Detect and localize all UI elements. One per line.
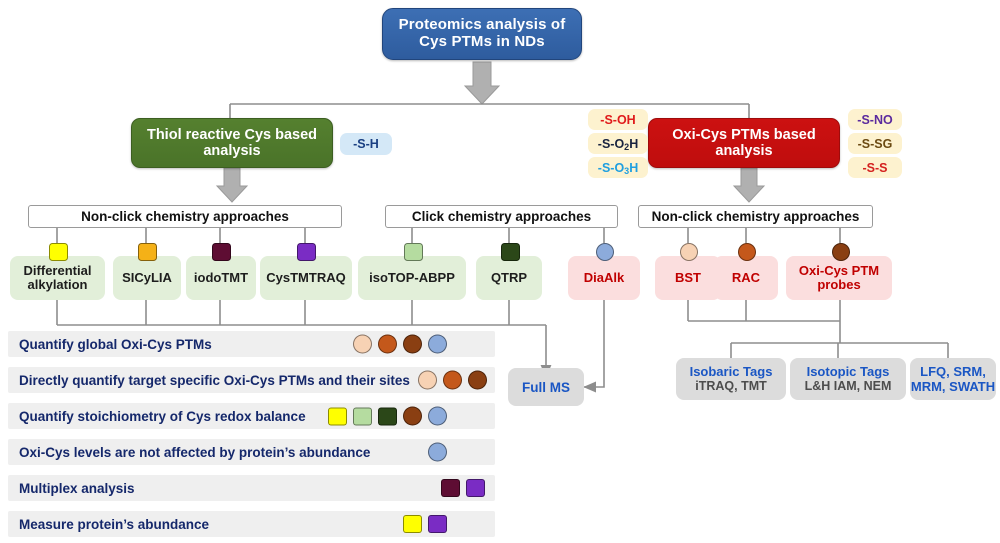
feature-row: Measure protein’s abundance: [8, 511, 495, 537]
ms-tech-isobaric-tags: Isobaric Tags iTRAQ, TMT: [676, 358, 786, 400]
feature-label: Multiplex analysis: [19, 480, 135, 496]
approach-click: Click chemistry approaches: [385, 205, 618, 228]
legend-marker-square: [353, 407, 372, 425]
legend-marker-square: [428, 515, 447, 533]
branch-left-line1: Thiol reactive Cys based: [146, 126, 318, 143]
tag-s-oh: -S-OH: [588, 109, 648, 130]
feature-label: Quantify global Oxi-Cys PTMs: [19, 336, 212, 352]
marker-iodotmt: [212, 243, 231, 261]
legend-marker-circle: [353, 334, 372, 354]
method-qtrp: QTRP: [476, 256, 542, 300]
method-sicylia: SICyLIA: [113, 256, 181, 300]
marker-oxi-cys-ptm-probes: [832, 243, 850, 261]
root-title-line1: Proteomics analysis of: [398, 16, 566, 34]
lfq-sub: MRM, SWATH: [910, 379, 996, 394]
method-iodotmt: iodoTMT: [186, 256, 256, 300]
feature-markers: [428, 442, 447, 462]
marker-diaalk: [596, 243, 614, 261]
feature-row: Multiplex analysis: [8, 475, 495, 501]
method-differential-alkylation: Differential alkylation: [10, 256, 105, 300]
tag-s-sg: -S-SG: [848, 133, 902, 154]
bus-oxi-methods-to-mstech: [687, 300, 949, 358]
branch-oxi-cys: Oxi-Cys PTMs based analysis: [648, 118, 840, 168]
marker-isotop-abpp: [404, 243, 423, 261]
legend-marker-circle: [403, 406, 422, 426]
feature-row: Oxi-Cys levels are not affected by prote…: [8, 439, 495, 465]
feature-markers: [353, 334, 447, 354]
approach-nonclick-thiol: Non-click chemistry approaches: [28, 205, 342, 228]
full-ms-box: Full MS: [508, 368, 584, 406]
marker-sicylia: [138, 243, 157, 261]
legend-marker-circle: [443, 370, 462, 390]
legend-marker-circle: [428, 334, 447, 354]
legend-marker-square: [328, 407, 347, 425]
ms-tech-lfq-srm: LFQ, SRM, MRM, SWATH: [910, 358, 996, 400]
feature-markers: [441, 479, 485, 497]
tag-s-h: -S-H: [340, 133, 392, 155]
arrow-red-down: [732, 167, 766, 203]
stems-approach-to-methods: [56, 228, 841, 243]
connector-diaalk-to-fullms: [583, 300, 605, 393]
feature-markers: [418, 370, 487, 390]
legend-marker-circle: [378, 334, 397, 354]
legend-marker-square: [403, 515, 422, 533]
isobaric-title: Isobaric Tags: [689, 363, 773, 379]
branch-thiol-reactive: Thiol reactive Cys based analysis: [131, 118, 333, 168]
ms-tech-isotopic-tags: Isotopic Tags L&H IAM, NEM: [790, 358, 906, 400]
isobaric-sub: iTRAQ, TMT: [695, 379, 767, 394]
legend-marker-circle: [428, 406, 447, 426]
marker-rac: [738, 243, 756, 261]
legend-marker-square: [378, 407, 397, 425]
root-title-line2: Cys PTMs in NDs: [419, 33, 545, 50]
branch-right-line2: analysis: [715, 143, 773, 159]
bus-root-split: [229, 103, 750, 118]
legend-marker-circle: [418, 370, 437, 390]
feature-row: Quantify global Oxi-Cys PTMs: [8, 331, 495, 357]
feature-label: Oxi-Cys levels are not affected by prote…: [19, 444, 371, 460]
feature-row: Quantify stoichiometry of Cys redox bala…: [8, 403, 495, 429]
isotopic-title: Isotopic Tags: [806, 363, 890, 379]
legend-marker-circle: [428, 442, 447, 462]
method-oxi-cys-ptm-probes: Oxi-Cys PTM probes: [786, 256, 892, 300]
legend-marker-circle: [403, 334, 422, 354]
branch-right-line1: Oxi-Cys PTMs based: [672, 126, 816, 143]
approach-nonclick-oxi: Non-click chemistry approaches: [638, 205, 873, 228]
method-isotop-abpp: isoTOP-ABPP: [358, 256, 466, 300]
feature-label: Directly quantify target specific Oxi-Cy…: [19, 372, 410, 388]
root-node: Proteomics analysis of Cys PTMs in NDs: [382, 8, 582, 60]
method-diaalk: DiaAlk: [568, 256, 640, 300]
marker-bst: [680, 243, 698, 261]
marker-differential-alkylation: [49, 243, 68, 261]
isotopic-sub: L&H IAM, NEM: [804, 379, 892, 394]
method-rac: RAC: [714, 256, 778, 300]
method-cystmtraq: CysTMTRAQ: [260, 256, 352, 300]
arrow-root-down: [463, 61, 501, 105]
marker-cystmtraq: [297, 243, 316, 261]
legend-marker-circle: [468, 370, 487, 390]
marker-qtrp: [501, 243, 520, 261]
tag-s-s: -S-S: [848, 157, 902, 178]
arrow-green-down: [215, 167, 249, 203]
method-bst: BST: [655, 256, 721, 300]
feature-label: Quantify stoichiometry of Cys redox bala…: [19, 408, 306, 424]
branch-left-line2: analysis: [203, 143, 261, 159]
lfq-title: LFQ, SRM,: [920, 363, 986, 379]
feature-markers: [403, 515, 447, 533]
feature-row: Directly quantify target specific Oxi-Cy…: [8, 367, 495, 393]
tag-s-no: -S-NO: [848, 109, 902, 130]
legend-marker-square: [441, 479, 460, 497]
feature-markers: [328, 406, 447, 426]
feature-label: Measure protein’s abundance: [19, 516, 210, 532]
legend-marker-square: [466, 479, 485, 497]
